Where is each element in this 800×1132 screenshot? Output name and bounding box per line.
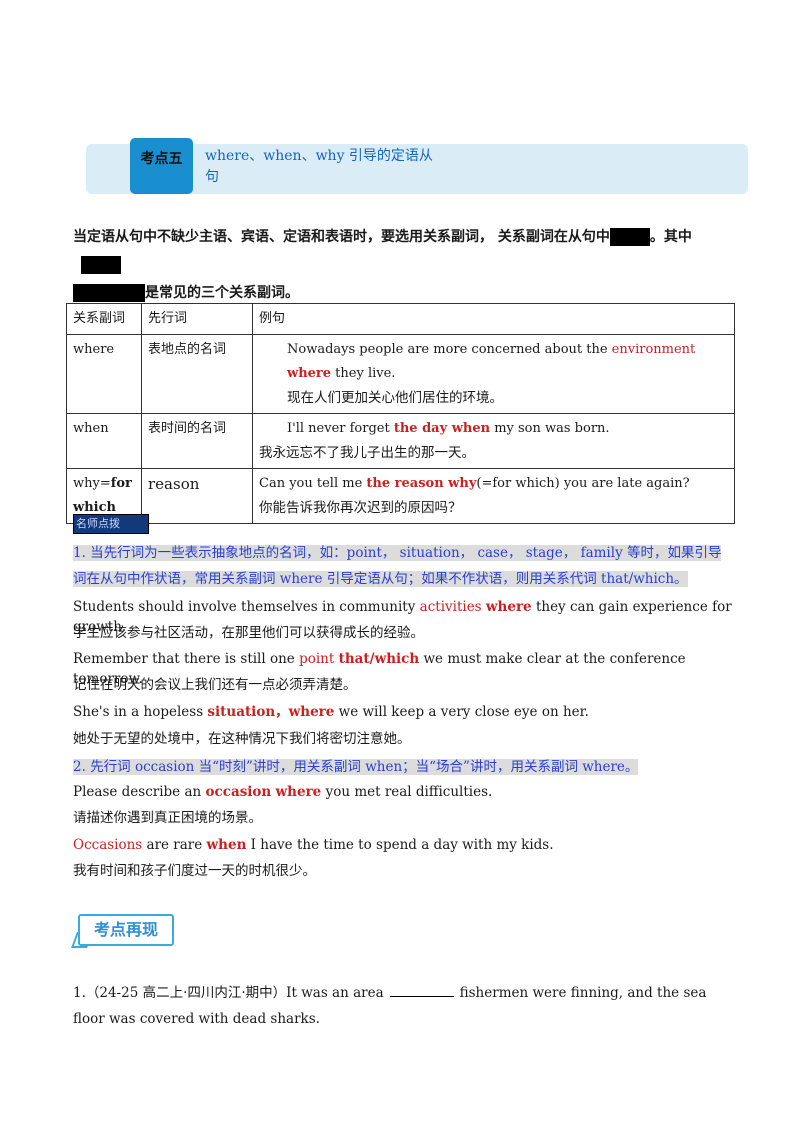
- section-banner: [86, 144, 748, 194]
- example-sentence: Remember that there is still one point t…: [73, 651, 686, 687]
- adverb-text: which: [73, 500, 116, 515]
- example-highlight: environment: [611, 342, 696, 357]
- table-header-row: 关系副词 先行词 例句: [66, 303, 735, 335]
- table-row: where 表地点的名词 Nowadays people are more co…: [66, 334, 735, 414]
- example-translation: 学生应该参与社区活动，在那里他们可以获得成长的经验。: [73, 625, 424, 641]
- kaodian-zaixian-badge: 考点再现: [78, 914, 174, 946]
- note-1-text: 1. 当先行词为一些表示抽象地点的名词，如：point， situation， …: [73, 545, 722, 587]
- note-1: 1. 当先行词为一些表示抽象地点的名词，如：point， situation， …: [73, 540, 733, 592]
- table-header: 先行词: [141, 303, 253, 335]
- example-translation: 你能告诉我你再次迟到的原因吗？: [259, 500, 462, 516]
- intro-paragraph: 当定语从句中不缺少主语、宾语、定语和表语时，要选用关系副词， 关系副词在从句中 。…: [73, 223, 733, 307]
- example-sentence: Occasions are rare when I have the time …: [73, 837, 554, 853]
- intro-text-a: 当定语从句中不缺少主语、宾语、定语和表语时，要选用关系副词， 关系副词在从句中: [73, 229, 610, 245]
- note-2: 2. 先行词 occasion 当“时刻”讲时，用关系副词 when；当“场合”…: [73, 754, 733, 780]
- example-highlight: where: [287, 366, 332, 381]
- section-title: where、when、why 引导的定语从句: [205, 148, 433, 185]
- example-cell: Nowadays people are more concerned about…: [252, 334, 735, 414]
- antecedent-cell: 表地点的名词: [141, 334, 253, 414]
- example-text: they live.: [331, 366, 396, 381]
- table-row: when 表时间的名词 I'll never forget the day wh…: [66, 413, 735, 469]
- adverb-cell: when: [66, 413, 142, 469]
- example-highlight: the reason why: [366, 476, 477, 491]
- example-cell: Can you tell me the reason why(=for whic…: [252, 468, 735, 524]
- redaction-block: [609, 228, 650, 246]
- example-sentence: Please describe an occasion where you me…: [73, 784, 493, 800]
- table-header: 例句: [252, 303, 735, 335]
- example-sentence: Students should involve themselves in co…: [73, 599, 732, 635]
- answer-blank[interactable]: [389, 982, 454, 997]
- adverb-cell: where: [66, 334, 142, 414]
- example-text: my son was born.: [490, 421, 610, 436]
- redaction-block: [81, 256, 121, 274]
- antecedent-cell: reason: [141, 468, 253, 524]
- example-translation: 请描述你遇到真正困境的场景。: [73, 810, 262, 826]
- antecedent-cell: 表时间的名词: [141, 413, 253, 469]
- example-translation: 记住在明天的会议上我们还有一点必须弄清楚。: [73, 677, 357, 693]
- example-highlight: the day when: [393, 421, 491, 436]
- section-tag: 考点五: [130, 138, 193, 194]
- adverb-text: for: [110, 476, 132, 491]
- example-text: Nowadays people are more concerned about…: [287, 342, 612, 357]
- question-prefix: 1.（24-25 高二上·四川内江·期中）It was an area: [73, 985, 384, 1001]
- intro-text-c: 是常见的三个关系副词。: [145, 285, 299, 301]
- example-sentence: She's in a hopeless situation，where we w…: [73, 704, 589, 720]
- example-text: I'll never forget: [287, 421, 394, 436]
- note-2-text: 2. 先行词 occasion 当“时刻”讲时，用关系副词 when；当“场合”…: [73, 759, 639, 775]
- table-header: 关系副词: [66, 303, 142, 335]
- question-suffix: fishermen were finning, and the sea floo…: [73, 985, 707, 1027]
- example-translation: 她处于无望的处境中，在这种情况下我们将密切注意她。: [73, 731, 411, 747]
- example-translation: 现在人们更加关心他们居住的环境。: [287, 390, 503, 406]
- example-translation: 我有时间和孩子们度过一天的时机很少。: [73, 863, 316, 879]
- example-text: (=for which) you are late again?: [476, 476, 690, 491]
- example-cell: I'll never forget the day when my son wa…: [252, 413, 735, 469]
- intro-text-b: 。其中: [649, 229, 692, 245]
- relative-adverb-table: 关系副词 先行词 例句 where 表地点的名词 Nowadays people…: [66, 303, 735, 524]
- example-translation: 我永远忘不了我儿子出生的那一天。: [259, 445, 475, 461]
- adverb-text: why=: [73, 476, 111, 491]
- tip-heading: 名师点拨: [73, 514, 149, 534]
- example-text: Can you tell me: [259, 476, 367, 491]
- redaction-block: [73, 284, 145, 302]
- table-row: why=for which reason Can you tell me the …: [66, 468, 735, 524]
